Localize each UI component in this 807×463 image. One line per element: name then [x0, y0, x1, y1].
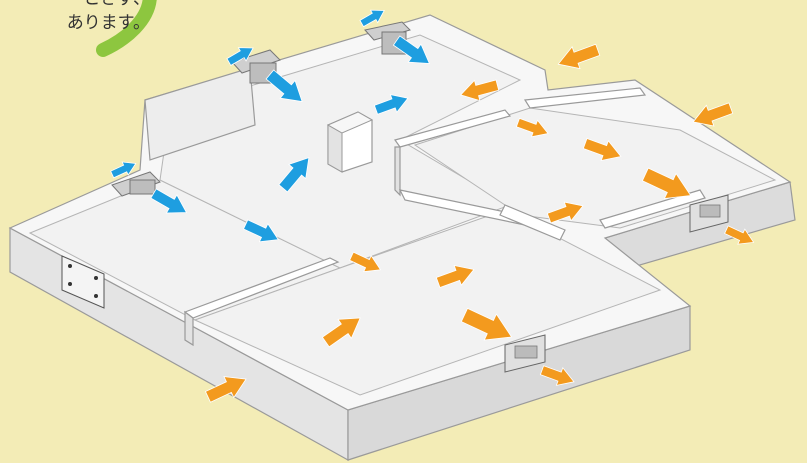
wall-center-v-side — [394, 146, 401, 197]
caption-line-1: とさず、 — [0, 0, 150, 9]
interior-walls — [144, 67, 706, 347]
wall-vents — [61, 194, 729, 373]
orange-arrow-icon — [641, 167, 692, 199]
blue-arrow-icon — [359, 9, 385, 28]
wall-right-room-div — [523, 87, 647, 109]
caption-text: とさず、 あります。 — [0, 0, 150, 60]
wall-left-divider-side — [184, 310, 194, 347]
center-column — [326, 111, 374, 173]
vent-grille-icon — [61, 255, 105, 309]
orange-arrow-icon — [539, 365, 575, 386]
orange-arrow-icon — [204, 376, 247, 403]
green-accent-arc — [96, 0, 157, 57]
floor-bottom-room — [193, 209, 662, 396]
blue-arrow-icon — [278, 157, 310, 193]
orange-arrow-icon — [724, 225, 755, 245]
orange-arrow-icon — [321, 317, 361, 348]
orange-arrow-icon — [546, 201, 584, 224]
wall-bottom-right-div — [499, 204, 566, 241]
exhaust-fans — [111, 21, 411, 197]
exhaust-fan-icon — [111, 171, 161, 197]
orange-arrow-icon — [515, 117, 549, 138]
wall-right-room-lower — [599, 189, 706, 229]
orange-arrow-icon — [349, 251, 382, 273]
vent-grille-icon — [689, 194, 729, 233]
orange-arrow-icon — [459, 79, 500, 102]
exhaust-air-arrows — [110, 9, 431, 243]
vent-grille-icon — [504, 334, 546, 373]
orange-arrow-icon — [692, 102, 734, 127]
blue-arrow-icon — [110, 161, 137, 179]
blue-arrow-icon — [243, 219, 280, 243]
orange-arrow-icon — [582, 137, 622, 162]
wall-center-v — [394, 109, 512, 148]
blue-arrow-icon — [392, 35, 431, 64]
orange-arrow-icon — [460, 307, 513, 341]
blue-arrow-icon — [265, 69, 303, 102]
orange-arrow-icon — [435, 264, 475, 289]
caption-line-2: あります。 — [66, 13, 150, 33]
blue-arrow-icon — [373, 94, 409, 115]
blue-arrow-icon — [226, 47, 254, 66]
wall-upper-left — [144, 67, 256, 161]
orange-arrow-icon — [557, 43, 601, 70]
blue-arrow-icon — [150, 188, 188, 214]
supply-air-arrows — [204, 43, 755, 403]
